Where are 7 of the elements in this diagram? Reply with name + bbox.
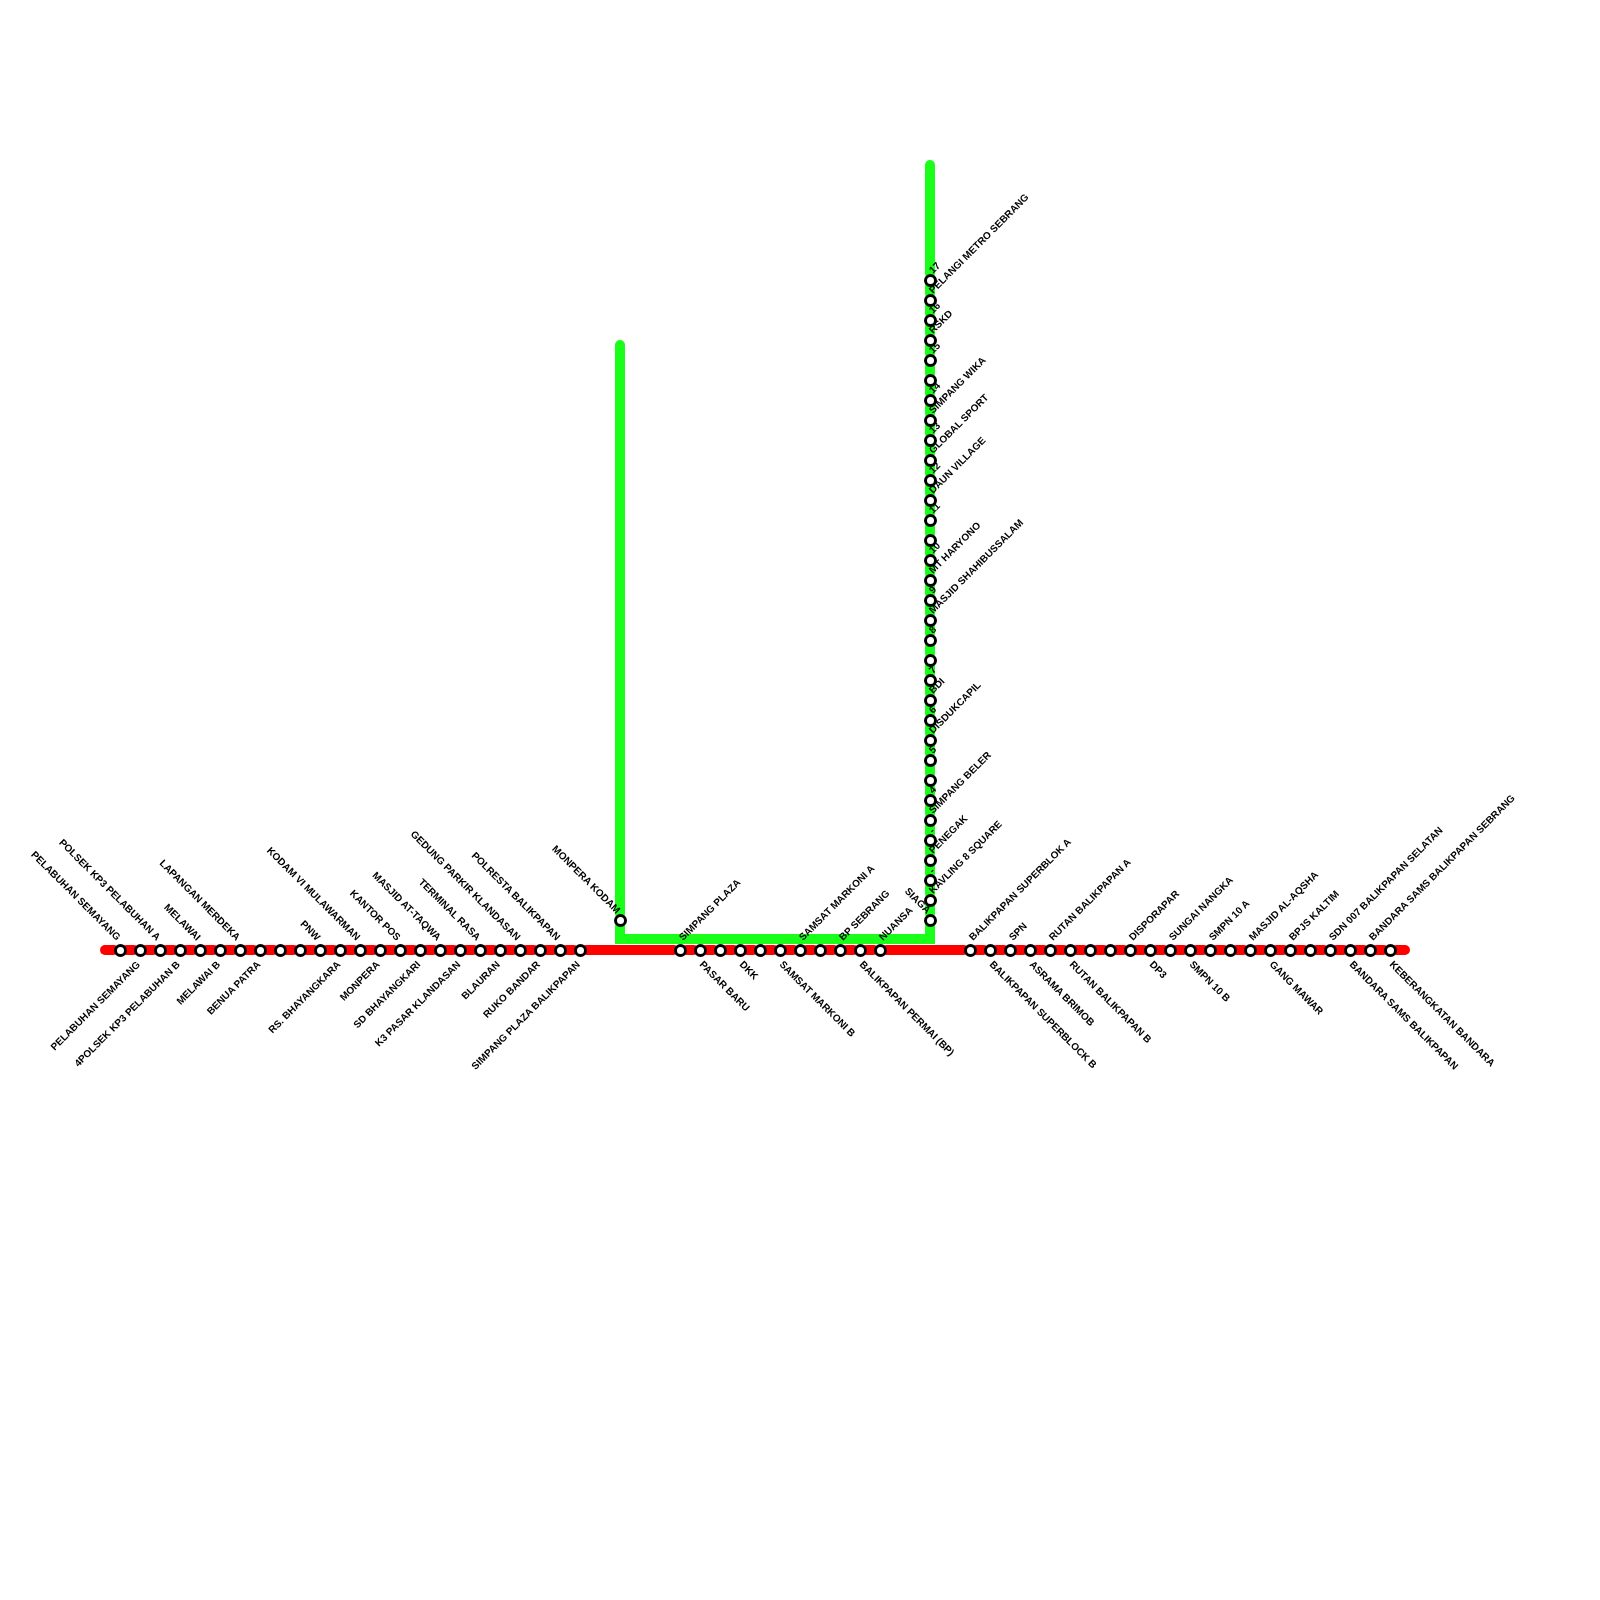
route-line: [615, 340, 625, 919]
station-label: -: [927, 865, 938, 876]
route-line: [925, 160, 935, 279]
station-label: 7: [927, 664, 939, 676]
station-label: -: [927, 825, 938, 836]
station-label: 5: [927, 744, 939, 756]
station-label: 8: [927, 624, 939, 636]
